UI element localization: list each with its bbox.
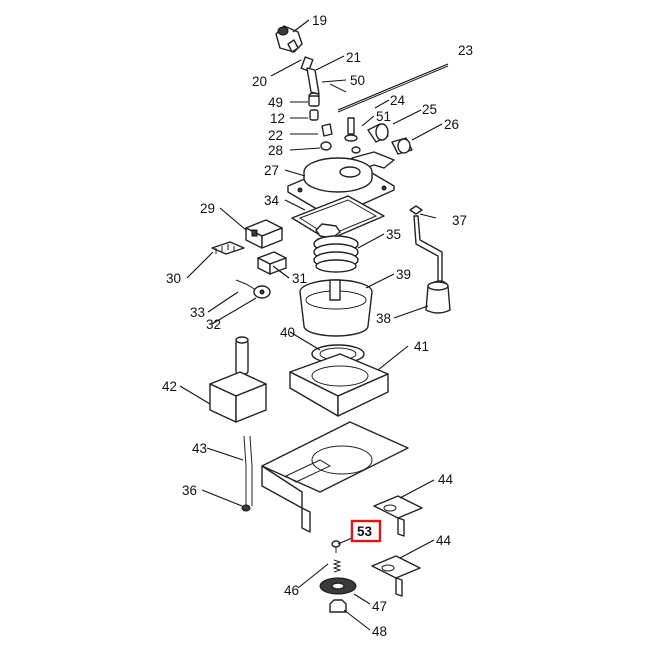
part-41-housing xyxy=(289,353,389,417)
callout-46: 46 xyxy=(284,583,299,598)
highlight-box xyxy=(350,519,382,543)
callout-42: 42 xyxy=(162,379,177,394)
part-42-pump xyxy=(209,336,267,423)
callout-33: 33 xyxy=(190,305,205,320)
callout-23: 23 xyxy=(458,43,473,58)
callout-38: 38 xyxy=(376,311,391,326)
callout-39: 39 xyxy=(396,267,411,282)
callout-44-lower: 44 xyxy=(436,533,452,548)
part-31-switch xyxy=(257,251,287,275)
callout-41: 41 xyxy=(414,339,429,354)
callout-49: 49 xyxy=(268,95,283,110)
callout-37: 37 xyxy=(452,213,467,228)
callout-29: 29 xyxy=(200,201,215,216)
part-29-switch xyxy=(245,219,283,249)
callout-12: 12 xyxy=(270,111,285,126)
callout-24: 24 xyxy=(390,93,406,108)
callout-50: 50 xyxy=(350,73,365,88)
callout-31: 31 xyxy=(292,271,307,286)
callout-labels: 19 20 21 23 50 49 24 12 51 25 22 26 28 2… xyxy=(162,13,473,639)
part-39-boiler xyxy=(299,279,373,337)
callout-20: 20 xyxy=(252,74,267,89)
callout-44-upper: 44 xyxy=(438,472,454,487)
part-49-12-22-28-fittings xyxy=(308,95,333,151)
callout-22: 22 xyxy=(268,128,283,143)
part-19-fitting xyxy=(275,25,303,53)
callout-27: 27 xyxy=(264,163,279,178)
callout-40: 40 xyxy=(280,325,295,340)
callout-34: 34 xyxy=(264,193,280,208)
callout-35: 35 xyxy=(386,227,401,242)
part-46-spring xyxy=(332,559,342,573)
callout-48: 48 xyxy=(372,624,387,639)
part-53-screw xyxy=(331,540,341,553)
part-37-handle xyxy=(409,205,443,287)
callout-47: 47 xyxy=(372,599,387,614)
callout-26: 26 xyxy=(444,117,459,132)
callout-19: 19 xyxy=(312,13,327,28)
part-50-hose xyxy=(329,83,347,93)
part-44-bracket-b xyxy=(371,555,421,597)
part-44-bracket-a xyxy=(373,495,423,537)
part-32-33-thermostat xyxy=(235,279,271,299)
callout-25: 25 xyxy=(422,102,437,117)
callout-36: 36 xyxy=(182,483,197,498)
part-36-foot xyxy=(241,504,251,512)
callout-51: 51 xyxy=(376,109,391,124)
part-base-plate xyxy=(261,421,409,533)
part-47-gear xyxy=(319,577,357,595)
part-30-connector xyxy=(211,241,245,255)
part-23-rod xyxy=(337,63,449,113)
part-43-tube xyxy=(243,435,253,506)
callout-32: 32 xyxy=(206,317,221,332)
part-25-26-knobs xyxy=(367,123,413,155)
callout-30: 30 xyxy=(166,271,181,286)
callout-28: 28 xyxy=(268,143,283,158)
highlight-callout-53[interactable]: 53 xyxy=(350,519,382,543)
leader-lines xyxy=(179,19,443,631)
part-35-heating-coil xyxy=(313,223,359,273)
callout-21: 21 xyxy=(346,50,361,65)
part-48-cap xyxy=(329,599,347,613)
part-24-51-pins xyxy=(344,117,361,154)
callout-53: 53 xyxy=(357,524,373,539)
part-20-21-tube xyxy=(300,56,320,100)
callout-43: 43 xyxy=(192,441,207,456)
part-38-knob xyxy=(425,280,451,314)
